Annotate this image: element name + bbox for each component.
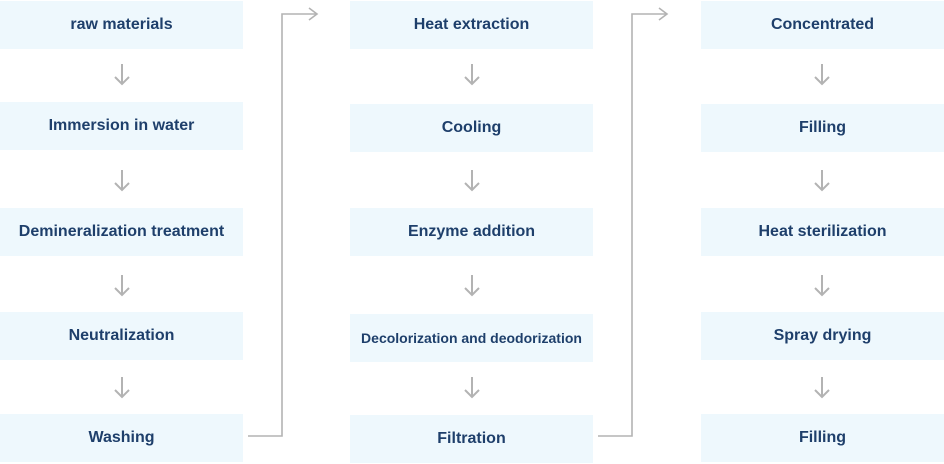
arrow-down-icon — [464, 377, 480, 399]
arrow-down-icon — [814, 377, 830, 399]
step-raw-materials: raw materials — [0, 1, 243, 49]
step-spray-drying: Spray drying — [701, 312, 944, 360]
arrow-down-icon — [114, 275, 130, 297]
step-filling: Filling — [701, 104, 944, 152]
step-cooling: Cooling — [350, 104, 593, 152]
arrow-down-icon — [814, 170, 830, 192]
step-neutralization: Neutralization — [0, 312, 243, 360]
step-immersion-in-water: Immersion in water — [0, 102, 243, 150]
step-demineralization-treatment: Demineralization treatment — [0, 208, 243, 256]
step-enzyme-addition: Enzyme addition — [350, 208, 593, 256]
arrow-down-icon — [814, 275, 830, 297]
arrow-down-icon — [114, 64, 130, 86]
arrow-down-icon — [114, 170, 130, 192]
arrow-down-icon — [464, 275, 480, 297]
arrow-down-icon — [114, 377, 130, 399]
step-decolorization-and-deodorization: Decolorization and deodorization — [350, 314, 593, 362]
step-filtration: Filtration — [350, 415, 593, 463]
step-heat-sterilization: Heat sterilization — [701, 208, 944, 256]
step-washing: Washing — [0, 414, 243, 462]
step-heat-extraction: Heat extraction — [350, 1, 593, 49]
step-concentrated: Concentrated — [701, 1, 944, 49]
connector-arrow-icon — [248, 7, 319, 437]
connector-arrow-icon — [598, 7, 669, 437]
arrow-down-icon — [814, 64, 830, 86]
arrow-down-icon — [464, 64, 480, 86]
arrow-down-icon — [464, 170, 480, 192]
step-filling-final: Filling — [701, 414, 944, 462]
